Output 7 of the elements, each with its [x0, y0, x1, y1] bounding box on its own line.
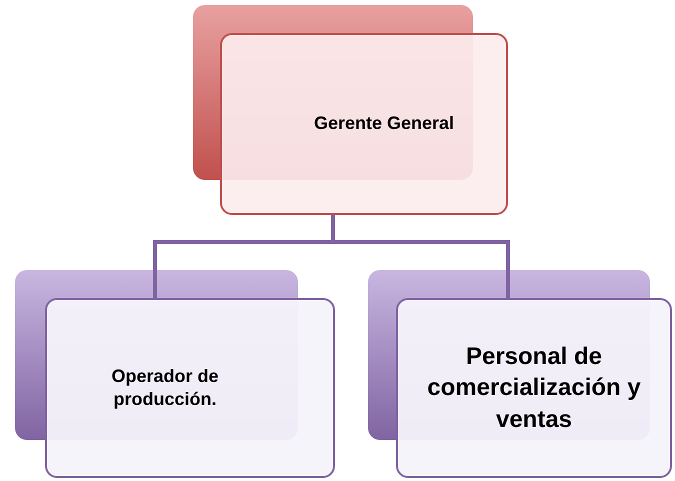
org-chart-box	[220, 33, 508, 215]
box-label: Personal de comercialización y ventas	[426, 342, 642, 435]
connector-line	[331, 215, 510, 298]
box-label: Operador de producción.	[110, 364, 220, 411]
org-chart-box	[396, 298, 672, 478]
org-chart-box	[45, 298, 335, 478]
box-label: Gerente General	[314, 112, 454, 136]
